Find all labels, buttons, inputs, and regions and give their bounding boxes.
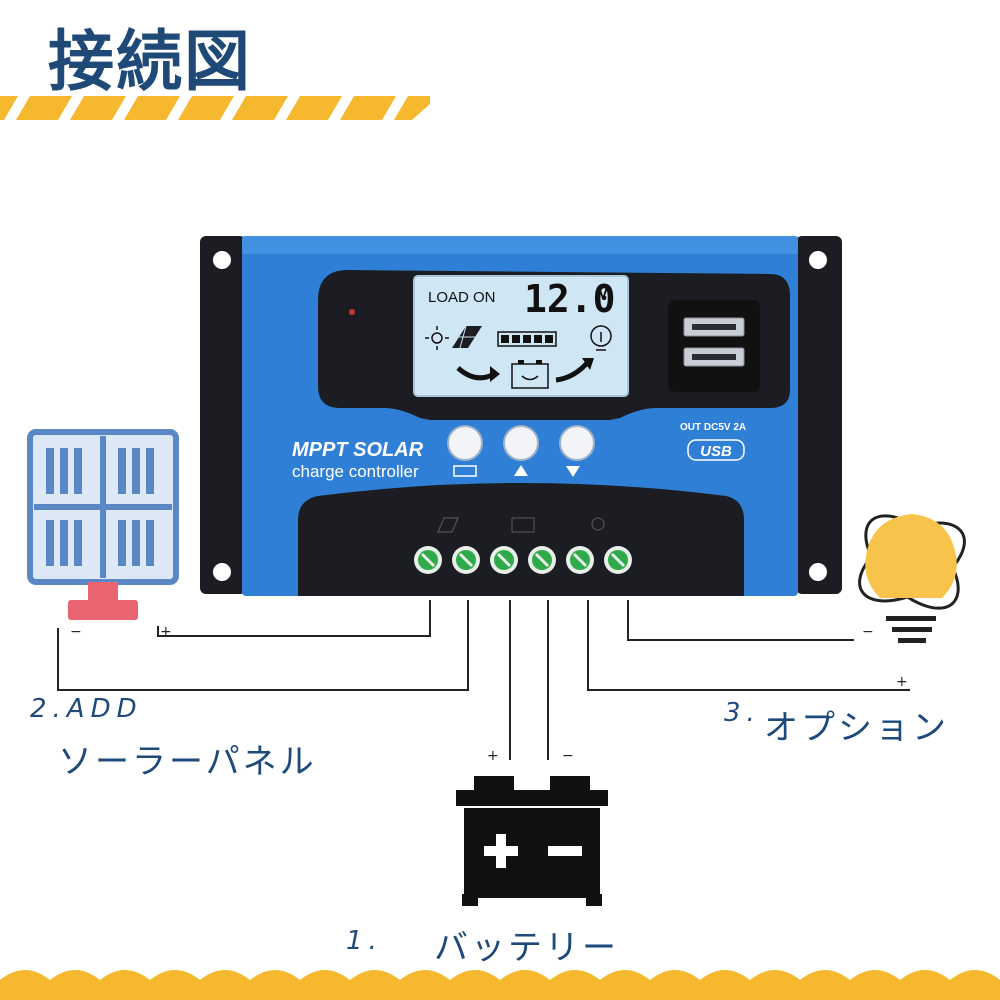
wire-load-positive [587, 600, 910, 691]
status-led [349, 309, 355, 315]
usb-port-housing [668, 300, 760, 392]
terminal-screw-3[interactable] [490, 546, 518, 574]
left-mount-flange [200, 236, 246, 594]
lcd-screen [413, 275, 629, 397]
mount-hole-icon [809, 563, 827, 581]
battery-negative-mark: − [562, 748, 574, 764]
terminal-screw-4[interactable] [528, 546, 556, 574]
terminal-screw-1[interactable] [414, 546, 442, 574]
lcd-sun-icon [425, 326, 449, 350]
load-negative-mark: − [862, 624, 874, 640]
solar-panel-icon [27, 429, 179, 620]
wiring [57, 600, 910, 760]
wire-solar-positive [157, 600, 431, 637]
usb-spec-text: OUT DC5V 2A [680, 422, 746, 433]
down-button[interactable] [559, 425, 595, 477]
bottom-accent-wave [0, 970, 1000, 1000]
terminal-bezel [298, 483, 744, 596]
battery-icon [456, 776, 608, 906]
solar-positive-mark: + [160, 624, 172, 640]
brand-line-2: charge controller [292, 462, 419, 481]
solar-panel-number: 2.ADD [30, 694, 143, 724]
lcd-bulb-icon [590, 325, 612, 351]
terminal-screw-6[interactable] [604, 546, 632, 574]
option-number: 3. [724, 698, 761, 728]
charge-controller: LOAD ON 12.0 V [200, 236, 842, 596]
right-mount-flange [796, 236, 842, 594]
light-bulb-icon [858, 514, 966, 643]
top-accent-stripe [0, 96, 430, 120]
mount-hole-icon [809, 251, 827, 269]
battery-positive-mark: + [487, 748, 499, 764]
terminal-screw-2[interactable] [452, 546, 480, 574]
lcd-discharge-arrow-icon [555, 360, 590, 383]
terminal-screw-5[interactable] [566, 546, 594, 574]
up-button[interactable] [503, 425, 539, 476]
lcd-mode-text: LOAD ON [428, 289, 496, 306]
terminal-panel-icon [437, 517, 459, 533]
menu-button[interactable] [447, 425, 483, 477]
usb-logo-icon [687, 439, 745, 461]
battery-label: バッテリー [434, 928, 619, 968]
terminal-battery-icon [511, 517, 535, 533]
terminal-bulb-icon [591, 517, 605, 531]
load-positive-mark: + [896, 674, 908, 690]
mount-hole-icon [213, 251, 231, 269]
solar-panel-label: ソーラーパネル [58, 742, 317, 782]
usb-logo-text: USB [700, 443, 732, 460]
lcd-battery-level-icon [497, 331, 557, 347]
wire-load-negative [627, 600, 854, 641]
lcd-battery-face-icon [511, 360, 549, 389]
lcd-unit: V [598, 285, 608, 302]
battery-number: 1. [346, 926, 383, 956]
wire-solar-negative [57, 600, 469, 691]
lcd-solar-panel-icon [452, 325, 482, 349]
page-title: 接続図 [48, 23, 252, 100]
brand-line-1: MPPT SOLAR [292, 439, 424, 461]
option-label: オプション [764, 708, 949, 748]
lcd-voltage-readout: 12.0 [524, 277, 616, 321]
mount-hole-icon [213, 563, 231, 581]
solar-negative-mark: − [70, 624, 82, 640]
